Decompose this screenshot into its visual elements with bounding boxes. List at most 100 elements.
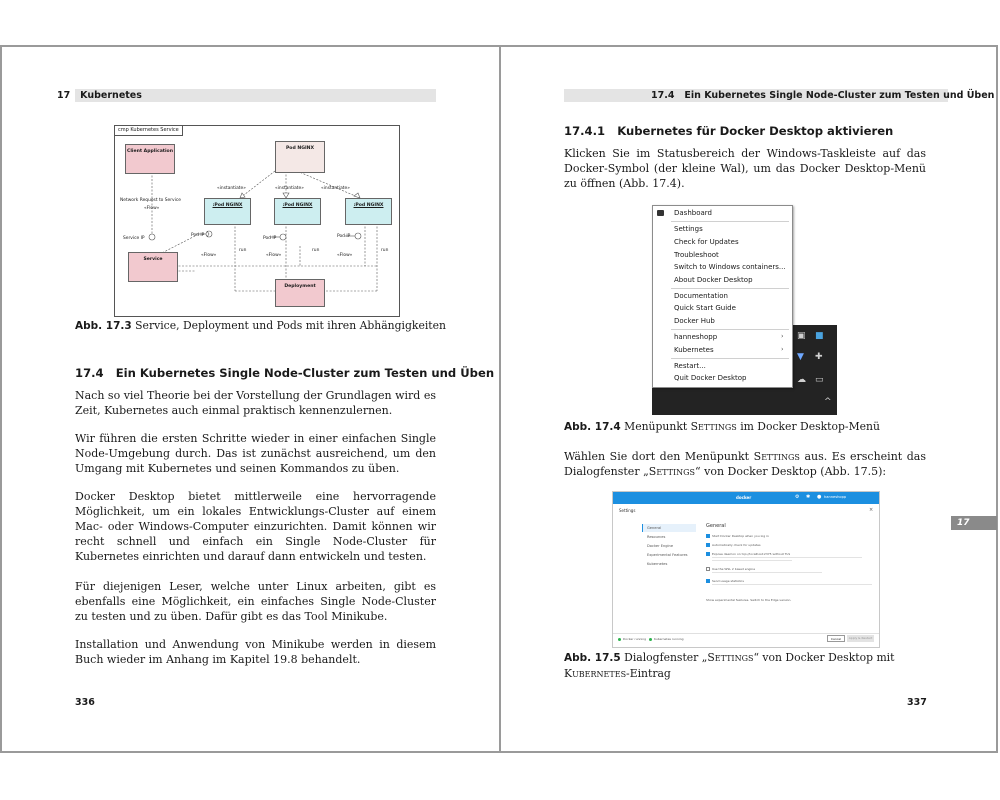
status-dot-icon — [618, 638, 621, 641]
menu-item-switch-to-windows-containers[interactable]: Switch to Windows containers... — [674, 263, 786, 271]
menu-separator — [671, 288, 789, 289]
menu-item-account[interactable]: hanneshopp — [674, 333, 718, 341]
gear-icon[interactable]: ⚙ — [795, 494, 800, 500]
settings-titlebar: docker ⚙ ✱ ● hanneshopp — [613, 492, 879, 504]
menu-separator — [671, 358, 789, 359]
sidebar-item-kubernetes[interactable]: Kubernetes — [647, 562, 668, 566]
uml-pod-instance-1: :Pod NGINX — [204, 198, 251, 225]
status-dot-icon — [649, 638, 652, 641]
checkbox-wsl2[interactable] — [706, 567, 710, 571]
checkbox-usage-stats[interactable] — [706, 579, 710, 583]
sidebar-selected-highlight — [642, 524, 696, 532]
dashboard-icon — [657, 210, 664, 216]
docker-settings-window: docker ⚙ ✱ ● hanneshopp Settings × Gener… — [612, 491, 880, 648]
page-number-right: 337 — [907, 697, 927, 708]
submenu-arrow-icon: › — [781, 333, 784, 340]
paragraph: Installation und Anwendung von Minikube … — [75, 638, 436, 666]
option-label: Expose daemon on tcp://localhost:2375 wi… — [712, 552, 791, 556]
sidebar-item-docker-engine[interactable]: Docker Engine — [647, 544, 674, 548]
bug-icon[interactable]: ✱ — [806, 494, 811, 500]
menu-item-quit[interactable]: Quit Docker Desktop — [674, 374, 747, 382]
uml-flow-label-3: «Flow» — [337, 253, 353, 258]
checkbox-expose-daemon[interactable] — [706, 552, 710, 556]
option-description — [712, 560, 792, 561]
paragraph: Docker Desktop bietet mittlerweile eine … — [75, 490, 436, 563]
footer-divider — [613, 633, 879, 634]
uml-client-application-box: Client Application — [125, 144, 175, 174]
tray-icon: ■ — [815, 331, 824, 341]
option-label: Send usage statistics — [712, 579, 744, 583]
menu-separator — [671, 329, 789, 330]
apply-restart-button[interactable]: Apply & Restart — [847, 635, 874, 642]
uml-run-label-2: run — [312, 248, 320, 253]
uml-instantiate-label-3: «instantiate» — [321, 186, 350, 191]
uml-flow-label-2: «Flow» — [266, 253, 282, 258]
submenu-arrow-icon: › — [781, 346, 784, 353]
uml-instantiate-label-2: «instantiate» — [275, 186, 304, 191]
checkbox-start-on-login[interactable] — [706, 534, 710, 538]
uml-pod-instance-2: :Pod NGINX — [274, 198, 321, 225]
option-description — [712, 557, 862, 558]
subsection-heading-17-4-1: 17.4.1 Kubernetes für Docker Desktop akt… — [564, 124, 894, 138]
uml-service-box: Service — [128, 252, 178, 282]
docker-brand-logo: docker — [736, 495, 752, 500]
tray-icon: ▼ — [797, 352, 804, 362]
tray-expand-chevron-icon[interactable]: ^ — [824, 397, 832, 407]
option-label: Automatically check for updates — [712, 543, 761, 547]
uml-pod-template-box: Pod NGINX — [275, 141, 325, 173]
section-heading-17-4: 17.4 Ein Kubernetes Single Node-Cluster … — [75, 366, 495, 380]
sidebar-item-experimental[interactable]: Experimental Features — [647, 553, 688, 557]
uml-pod-ip-label-1: Pod IP — [191, 233, 205, 238]
checkbox-auto-update[interactable] — [706, 543, 710, 547]
option-description — [712, 572, 822, 573]
close-icon[interactable]: × — [869, 507, 874, 513]
tray-icon: ☁ — [797, 375, 806, 385]
uml-pod-instance-3: :Pod NGINX — [345, 198, 392, 225]
menu-item-docker-hub[interactable]: Docker Hub — [674, 317, 715, 325]
menu-item-dashboard[interactable]: Dashboard — [674, 209, 712, 217]
uml-pod-ip-label-3: Pod IP — [337, 234, 351, 239]
sidebar-item-resources[interactable]: Resources — [647, 535, 666, 539]
menu-item-about[interactable]: About Docker Desktop — [674, 276, 753, 284]
settings-heading: Settings — [619, 508, 636, 513]
menu-item-documentation[interactable]: Documentation — [674, 292, 728, 300]
chapter-thumb-tab: 17 — [951, 516, 997, 530]
uml-diagram-figure: cmp Kubernetes Service Client Applicatio… — [114, 125, 400, 317]
uml-deployment-box: Deployment — [275, 279, 325, 307]
figure-caption-17-4: Abb. 17.4 Menüpunkt Settings im Docker D… — [564, 420, 880, 433]
menu-item-kubernetes[interactable]: Kubernetes — [674, 346, 714, 354]
menu-item-settings[interactable]: Settings — [674, 225, 703, 233]
user-name[interactable]: hanneshopp — [824, 495, 847, 499]
menu-item-quick-start-guide[interactable]: Quick Start Guide — [674, 304, 736, 312]
option-description — [712, 584, 872, 585]
menu-separator — [671, 221, 789, 222]
right-running-header: 17.4 Ein Kubernetes Single Node-Cluster … — [651, 90, 995, 101]
uml-frame-label: cmp Kubernetes Service — [115, 126, 183, 136]
figure-caption-17-3: Abb. 17.3 Service, Deployment und Pods m… — [75, 319, 446, 332]
uml-instantiate-label-1: «instantiate» — [217, 186, 246, 191]
avatar[interactable]: ● — [817, 494, 822, 500]
page-gutter — [499, 45, 501, 753]
kubernetes-status: Kubernetes running — [654, 637, 684, 641]
menu-item-restart[interactable]: Restart... — [674, 362, 706, 370]
uml-flow-label: «Flow» — [144, 206, 160, 211]
uml-run-label-1: run — [239, 248, 247, 253]
docker-status: Docker running — [623, 637, 647, 641]
option-label: Start Docker Desktop when you log in — [712, 534, 769, 538]
uml-connectors — [148, 170, 378, 292]
chapter-title: Kubernetes — [80, 90, 142, 101]
uml-network-request-label: Network Request to Service — [120, 198, 181, 203]
menu-item-troubleshoot[interactable]: Troubleshoot — [674, 251, 719, 259]
paragraph: Nach so viel Theorie bei der Vorstellung… — [75, 389, 436, 417]
chapter-number: 17 — [57, 90, 71, 101]
paragraph: Wir führen die ersten Schritte wieder in… — [75, 432, 436, 475]
tray-icon: ✚ — [815, 352, 823, 362]
uml-run-label-3: run — [381, 248, 389, 253]
tray-icon: ▣ — [797, 331, 806, 341]
experimental-link[interactable]: Show experimental features. Switch to th… — [706, 598, 792, 602]
cancel-button[interactable]: Cancel — [827, 635, 845, 642]
sidebar-item-general[interactable]: General — [647, 526, 662, 530]
menu-item-check-for-updates[interactable]: Check for Updates — [674, 238, 739, 246]
section-title-general: General — [706, 523, 726, 529]
figure-caption-17-5: Abb. 17.5 Dialogfenster „Settings“ von D… — [564, 651, 895, 680]
